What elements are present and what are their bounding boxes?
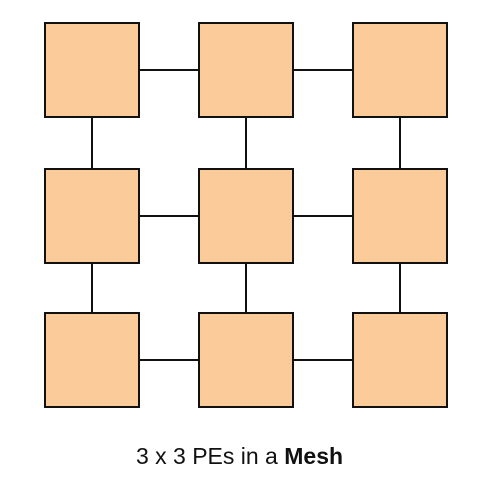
pe-node-0-0 [44, 22, 140, 118]
caption-emphasis: Mesh [284, 443, 344, 469]
pe-node-2-1 [198, 312, 294, 408]
mesh-links [91, 69, 401, 361]
mesh-nodes [44, 22, 448, 408]
pe-node-0-1 [198, 22, 294, 118]
pe-node-2-2 [352, 312, 448, 408]
pe-node-0-2 [352, 22, 448, 118]
pe-node-1-1 [198, 168, 294, 264]
pe-node-1-0 [44, 168, 140, 264]
diagram-caption: 3 x 3 PEs in a Mesh [0, 443, 479, 470]
caption-prefix: 3 x 3 PEs in a [135, 443, 285, 469]
pe-node-2-0 [44, 312, 140, 408]
pe-node-1-2 [352, 168, 448, 264]
